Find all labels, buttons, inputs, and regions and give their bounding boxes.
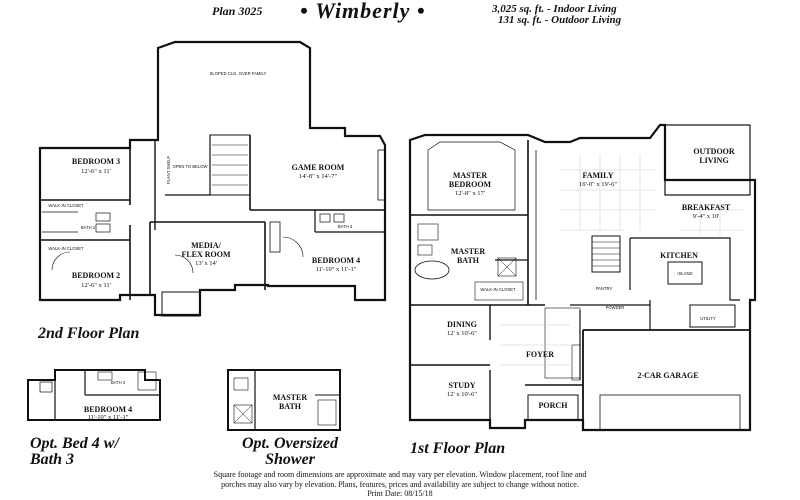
bath2-label: BATH 2	[81, 225, 96, 230]
open-to-below-label: OPEN TO BELOW	[173, 164, 208, 169]
master-bedroom-label-2: BEDROOM	[449, 180, 492, 189]
disclaimer: Square footage and room dimensions are a…	[90, 470, 710, 499]
opt-bed4-caption-1: Opt. Bed 4 w/	[30, 435, 119, 452]
opt-bedroom4-dim: 11'-10" x 11'-1"	[88, 414, 129, 421]
garage-label: 2-CAR GARAGE	[637, 371, 698, 380]
outdoor-living-label-2: LIVING	[699, 156, 728, 165]
bedroom4-dim: 11'-10" x 11'-1"	[316, 266, 357, 273]
master-bath-label-2: BATH	[457, 256, 480, 265]
pantry-label: PANTRY	[596, 286, 613, 291]
powder-label: POWDER	[606, 305, 625, 310]
master-bath-label-1: MASTER	[451, 247, 485, 256]
game-room-dim: 14'-8" x 14'-7"	[299, 173, 337, 180]
bedroom2-dim: 12'-6" x 11'	[81, 282, 111, 289]
first-floor-caption: 1st Floor Plan	[410, 440, 506, 457]
study-label: STUDY	[448, 381, 475, 390]
foyer-label: FOYER	[526, 350, 554, 359]
plan-name-text: Wimberly	[315, 0, 411, 23]
outdoor-living-label-1: OUTDOOR	[693, 147, 735, 156]
bedroom2-label: BEDROOM 2	[72, 271, 120, 280]
bedroom3-label: BEDROOM 3	[72, 157, 120, 166]
option-shower-walls	[227, 369, 341, 431]
master-bedroom-label-1: MASTER	[453, 171, 487, 180]
bedroom4-label: BEDROOM 4	[312, 256, 360, 265]
study-dim: 12' x 10'-6"	[447, 391, 477, 398]
opt-bedroom4-label: BEDROOM 4	[84, 405, 132, 414]
opt-shower-caption-1: Opt. Oversized	[242, 435, 338, 452]
second-floor-caption: 2nd Floor Plan	[38, 325, 140, 342]
island-label: ISLAND	[677, 271, 692, 276]
sloped-clg-label: SLOPED CLG. OVER FAMILY	[210, 71, 267, 76]
walkin-closet-label-1f: WALK-IN CLOSET	[480, 287, 516, 292]
opt-shower-caption: Opt. Oversized Shower	[210, 436, 370, 468]
porch-label: PORCH	[539, 401, 569, 410]
first-floor-walls	[408, 123, 757, 432]
family-dim: 16'-0" x 19'-6"	[579, 181, 617, 188]
family-label: FAMILY	[582, 171, 613, 180]
utility-label: UTILITY	[700, 316, 716, 321]
game-room-label: GAME ROOM	[292, 163, 345, 172]
bedroom3-dim: 12'-6" x 11'	[81, 168, 111, 175]
opt-master-bath-label-2: BATH	[279, 402, 302, 411]
media-dim: 13' x 14'	[195, 260, 217, 267]
square-footage: 3,025 sq. ft. - Indoor Living 131 sq. ft…	[492, 4, 621, 26]
opt-bath3-label: BATH 3	[111, 380, 126, 385]
plan-header: Plan 3025 • Wimberly • 3,025 sq. ft. - I…	[0, 0, 800, 28]
kitchen-label: KITCHEN	[660, 251, 698, 260]
bath3-label: BATH 3	[338, 224, 353, 229]
dining-label: DINING	[447, 320, 477, 329]
plan-number: Plan 3025	[212, 4, 263, 18]
breakfast-dim: 9'-4" x 10'	[693, 213, 720, 220]
opt-bed4-caption-2: Bath 3	[30, 451, 75, 468]
disclaimer-line-1: Square footage and room dimensions are a…	[213, 470, 587, 479]
master-bedroom-dim: 12'-8" x 17'	[455, 190, 485, 197]
breakfast-label: BREAKFAST	[682, 203, 731, 212]
disclaimer-line-2: porches may also vary by elevation. Plan…	[221, 479, 579, 489]
second-floor-walls	[38, 40, 387, 317]
opt-master-bath-label-1: MASTER	[273, 393, 307, 402]
indoor-sqft: 3,025 sq. ft. - Indoor Living	[492, 3, 617, 15]
opt-shower-caption-2: Shower	[265, 451, 315, 468]
media-label-2: FLEX ROOM	[181, 250, 231, 259]
option-bed4-walls	[27, 369, 161, 421]
dining-dim: 12' x 10'-6"	[447, 330, 477, 337]
opt-bed4-caption: Opt. Bed 4 w/ Bath 3	[30, 436, 119, 468]
plant-shelf-label: PLANT SHELF	[166, 156, 171, 185]
walkin-closet-label-2: WALK-IN CLOSET	[48, 246, 84, 251]
print-date: Print Date: 08/15/18	[367, 489, 433, 498]
outdoor-sqft: 131 sq. ft. - Outdoor Living	[498, 14, 622, 26]
plan-name: • Wimberly •	[300, 0, 426, 23]
media-label-1: MEDIA/	[191, 241, 222, 250]
walkin-closet-label-1: WALK-IN CLOSET	[48, 203, 84, 208]
